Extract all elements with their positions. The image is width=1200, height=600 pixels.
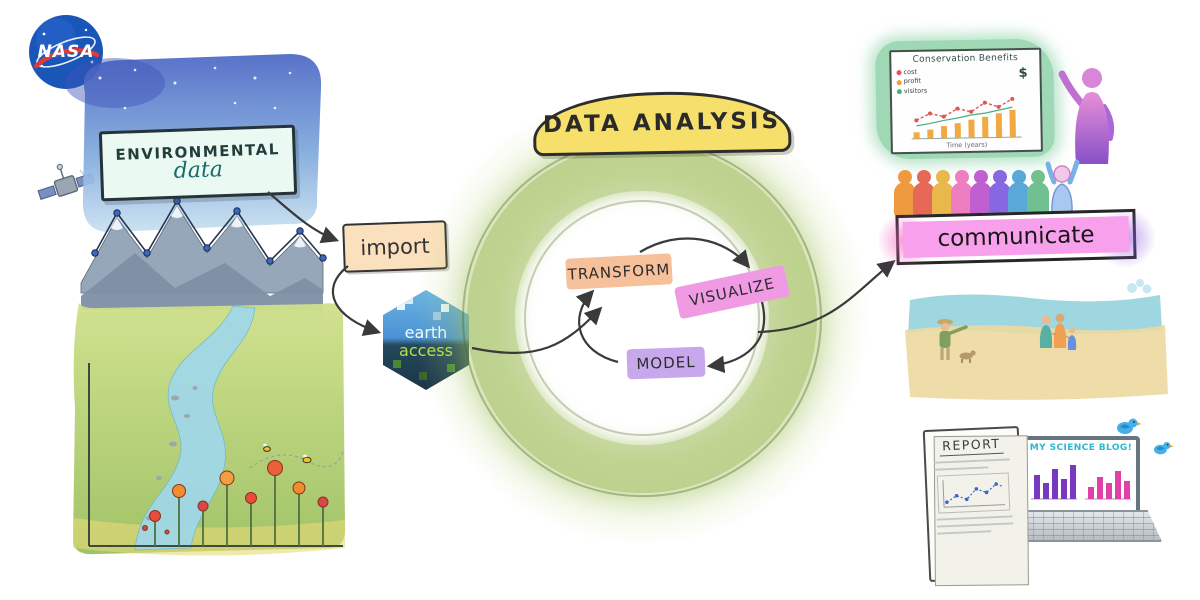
- sea: [908, 294, 1162, 335]
- audience-group: [894, 166, 1078, 216]
- report-title: REPORT: [938, 435, 1005, 457]
- mountains-front: [81, 253, 323, 310]
- legend-dot-visitors: [896, 89, 902, 95]
- river: [134, 305, 256, 551]
- conservation-chart-wash: Conservation Benefits cost profit visito…: [874, 38, 1056, 160]
- legend-dot-profit: [896, 79, 902, 85]
- beach-scene: [905, 279, 1168, 400]
- pixel-cloud: [397, 302, 405, 310]
- nasa-logo-icon: [29, 15, 103, 89]
- person-figure: [988, 170, 1012, 216]
- bee-icon: [263, 443, 312, 464]
- legend-label-cost: cost: [903, 67, 918, 77]
- blog-charts: [1031, 465, 1131, 500]
- report-document: REPORT: [922, 425, 1026, 583]
- person-figure: [893, 170, 917, 216]
- legend-dot-cost: [896, 70, 902, 76]
- sand: [905, 325, 1168, 400]
- transform-step: TRANSFORM: [565, 253, 673, 290]
- communicate-label: communicate: [902, 216, 1130, 258]
- conservation-chart-plot: [911, 96, 1022, 140]
- wave-spray: [1127, 279, 1152, 294]
- data-analysis-title: DATA ANALYSIS: [542, 107, 782, 139]
- flower-stem-plot: [154, 468, 324, 546]
- model-step: MODEL: [626, 346, 706, 380]
- person-figure: [912, 170, 936, 216]
- nasa-logo: NASA: [28, 14, 104, 90]
- report-text-line: [934, 458, 1011, 464]
- dollar-sign: $: [1018, 65, 1028, 82]
- person-figure: [1007, 170, 1031, 216]
- environmental-data-label: ENVIRONMENTAL data: [98, 124, 298, 202]
- legend-label-profit: profit: [903, 77, 922, 86]
- conservation-chart-xlabel: Time (years): [946, 140, 988, 150]
- person-figure: [931, 170, 955, 216]
- family-figures: [1039, 313, 1077, 350]
- conservation-chart-legend: cost profit visitors: [896, 68, 927, 97]
- communicate-step: communicate: [895, 208, 1137, 266]
- blog-title: MY SCIENCE BLOG!: [1029, 443, 1133, 453]
- laptop-screen: MY SCIENCE BLOG!: [1022, 436, 1140, 514]
- analysis-ring-outline-inner: [524, 200, 760, 436]
- person-figure: [969, 170, 993, 216]
- person-figure: [950, 170, 974, 216]
- conservation-chart-panel: Conservation Benefits cost profit visito…: [889, 47, 1043, 155]
- presenter-figure: [1058, 68, 1115, 164]
- report-chart: [936, 472, 1011, 514]
- pixel-land: [393, 360, 401, 368]
- ranger-figure: [937, 319, 968, 360]
- cheering-figure: [1045, 159, 1080, 215]
- earthaccess-line2: access: [399, 341, 453, 360]
- earthaccess-line1: earth: [405, 325, 448, 341]
- environmental-data-line2: data: [173, 157, 224, 184]
- flower-chart-axes: [88, 363, 343, 547]
- nasa-wordmark: NASA: [37, 42, 95, 62]
- person-figure: [1026, 170, 1050, 216]
- conservation-chart-title: Conservation Benefits: [912, 53, 1019, 65]
- dog-figure: [959, 350, 976, 363]
- bird-icon: [1154, 442, 1174, 455]
- bird-icon: [1117, 418, 1142, 434]
